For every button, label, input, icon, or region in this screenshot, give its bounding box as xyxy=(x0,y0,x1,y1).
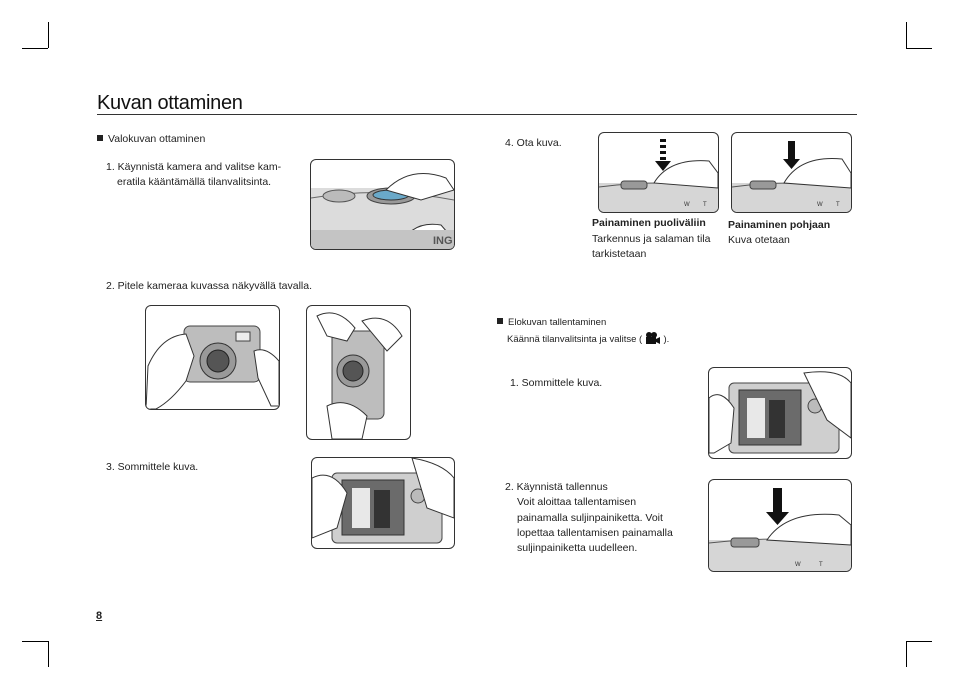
movie-step2-title: 2. Käynnistä tallennus xyxy=(505,481,608,493)
movie-step2-line1: Voit aloittaa tallentamisen xyxy=(517,496,637,508)
camera-hold-drawing xyxy=(146,325,279,409)
still-step2: 2. Pitele kameraa kuvassa näkyvällä tava… xyxy=(106,280,313,292)
still-step1-line2: eratila kääntämällä tilanvalitsinta. xyxy=(117,176,272,188)
half-press-line2: tarkistetaan xyxy=(592,248,647,260)
camera-two-hand-hold-illustration xyxy=(145,305,280,410)
arrow-down-icon xyxy=(783,141,800,169)
arrow-down-icon xyxy=(766,488,789,525)
still-step3: 3. Sommittele kuva. xyxy=(106,461,199,473)
crop-mark xyxy=(22,48,48,49)
title-rule xyxy=(97,114,857,115)
full-press-drawing: W T xyxy=(732,141,851,212)
camera-dial-drawing: ING xyxy=(311,173,454,249)
half-press-title: Painaminen puoliväliin xyxy=(592,217,706,229)
svg-text:W: W xyxy=(795,562,801,568)
full-press-desc: Kuva otetaan xyxy=(728,234,790,246)
svg-text:W: W xyxy=(817,202,823,208)
movie-camera-icon xyxy=(645,331,661,350)
page-number: 8 xyxy=(96,610,103,622)
movie-heading: Elokuvan tallentaminen xyxy=(497,316,606,330)
dashed-arrow-down-icon xyxy=(655,139,671,171)
still-step1-line1: 1. Käynnistä kamera and valitse kam- xyxy=(106,161,282,173)
page-title: Kuvan ottaminen xyxy=(97,92,243,114)
camera-vertical-drawing xyxy=(316,312,403,439)
movie-compose-illustration xyxy=(708,367,852,459)
crop-mark xyxy=(906,641,932,642)
movie-step1: 1. Sommittele kuva. xyxy=(510,377,603,389)
crop-mark xyxy=(906,641,907,667)
still-step4: 4. Ota kuva. xyxy=(505,137,562,149)
crop-mark xyxy=(906,22,907,48)
movie-shutter-drawing: W T xyxy=(709,488,851,571)
movie-subline: Käännä tilanvalitsinta ja valitse ( ). xyxy=(507,331,669,350)
movie-subline-text-a: Käännä tilanvalitsinta ja valitse ( xyxy=(507,334,643,345)
camera-lcd-compose-illustration xyxy=(311,457,455,549)
svg-text:W: W xyxy=(684,202,690,208)
movie-step2-line4: suljinpainiketta uudelleen. xyxy=(517,542,638,554)
crop-mark xyxy=(48,22,49,48)
bullet-square-icon xyxy=(497,318,503,324)
half-press-illustration: W T xyxy=(598,132,719,213)
movie-step2-line2: painamalla suljinpainiketta. Voit xyxy=(517,512,663,524)
camera-mode-dial-illustration: ING xyxy=(310,159,455,250)
half-press-line1: Tarkennus ja salaman tila xyxy=(592,233,711,245)
full-press-illustration: W T xyxy=(731,132,852,213)
crop-mark xyxy=(906,48,932,49)
movie-heading-text: Elokuvan tallentaminen xyxy=(508,317,607,328)
camera-vertical-hold-illustration xyxy=(306,305,411,440)
svg-text:T: T xyxy=(836,202,840,208)
movie-shutter-press-illustration: W T xyxy=(708,479,852,572)
half-press-drawing: W T xyxy=(599,139,718,212)
crop-mark xyxy=(48,641,49,667)
movie-compose-drawing xyxy=(709,371,851,454)
svg-text:T: T xyxy=(819,562,823,568)
full-press-title: Painaminen pohjaan xyxy=(728,219,831,231)
still-heading-text: Valokuvan ottaminen xyxy=(108,133,206,145)
movie-subline-text-b: ). xyxy=(663,334,670,345)
svg-text:ING: ING xyxy=(433,235,453,247)
crop-mark xyxy=(22,641,48,642)
svg-text:T: T xyxy=(703,202,707,208)
still-heading: Valokuvan ottaminen xyxy=(97,132,205,147)
camera-lcd-drawing xyxy=(312,458,454,544)
bullet-square-icon xyxy=(97,135,103,141)
movie-step2-line3: lopettaa tallentamisen painamalla xyxy=(517,527,673,539)
